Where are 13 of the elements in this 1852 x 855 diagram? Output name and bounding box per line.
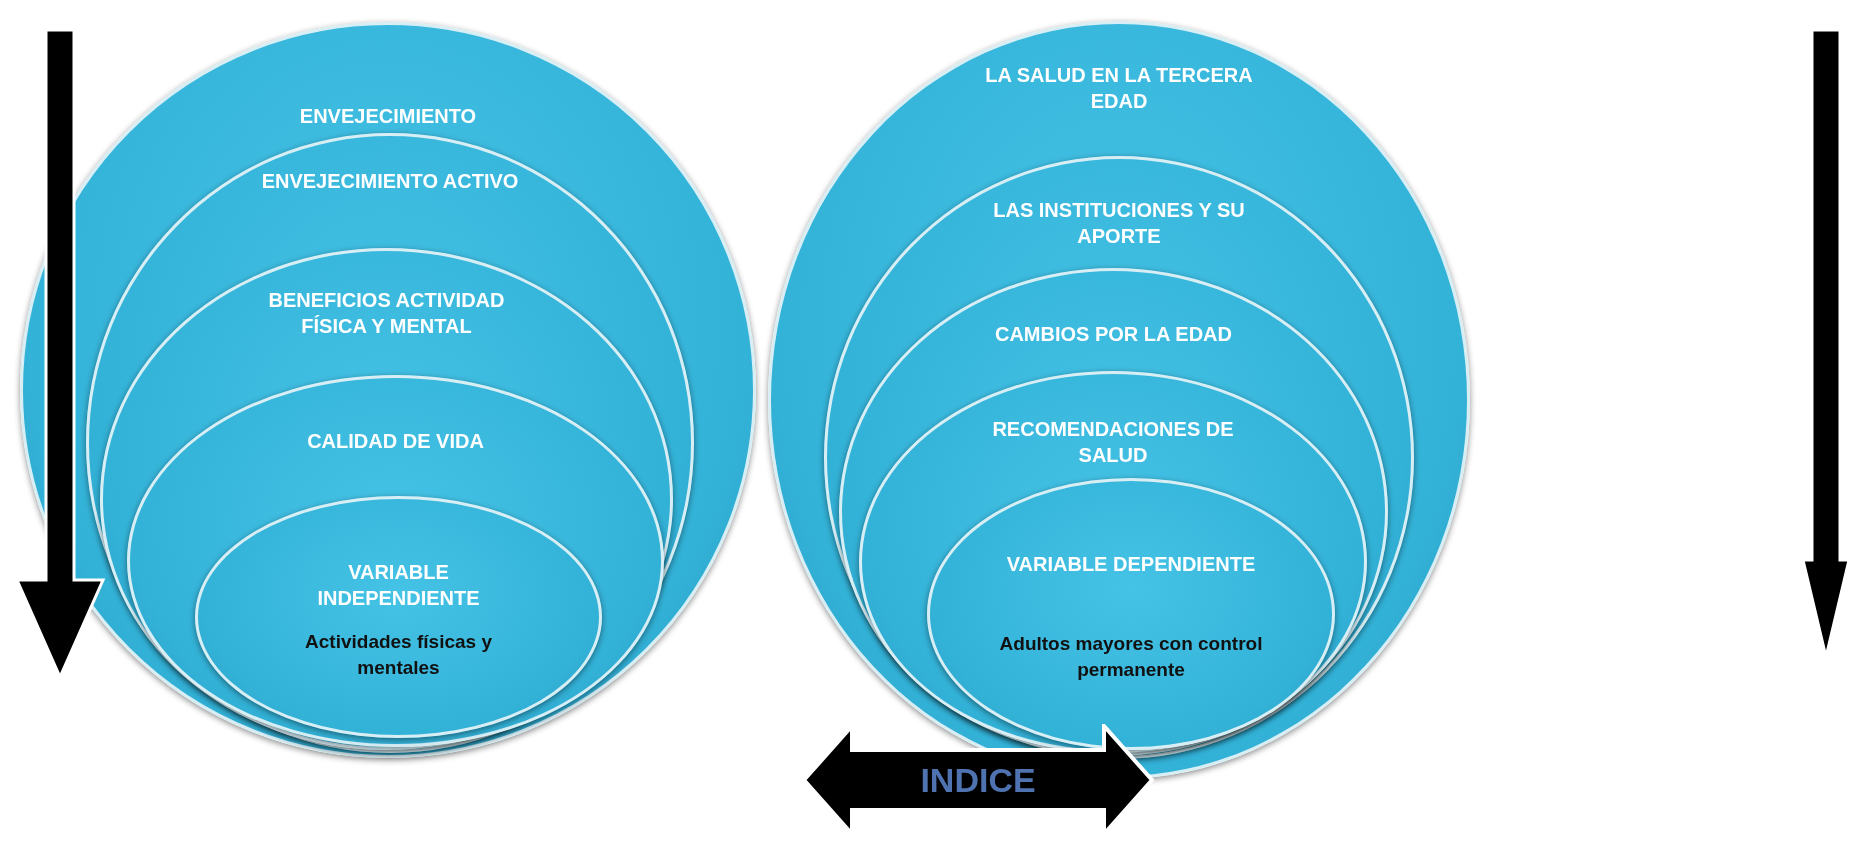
heading-text: ENVEJECIMIENTO ACTIVO [261,169,519,194]
heading-text: VARIABLE DEPENDIENTE [1006,552,1256,577]
heading-text: RECOMENDACIONES DE SALUD [991,417,1235,468]
heading-text: VARIABLE INDEPENDIENTE [316,560,481,611]
heading-text: LA SALUD EN LA TERCERA EDAD [984,63,1254,114]
heading-text: LAS INSTITUCIONES Y SU APORTE [992,198,1246,249]
heading-text: CALIDAD DE VIDA [307,429,484,454]
heading-text: BENEFICIOS ACTIVIDAD FÍSICA Y MENTAL [267,288,506,339]
body-text: Actividades físicas y mentales [304,630,493,680]
heading-text: ENVEJECIMIENTO [299,104,477,129]
arrow-label: INDICE [919,760,1037,800]
heading-text: CAMBIOS POR LA EDAD [994,322,1232,347]
body-text: Adultos mayores con control permanente [998,632,1264,682]
